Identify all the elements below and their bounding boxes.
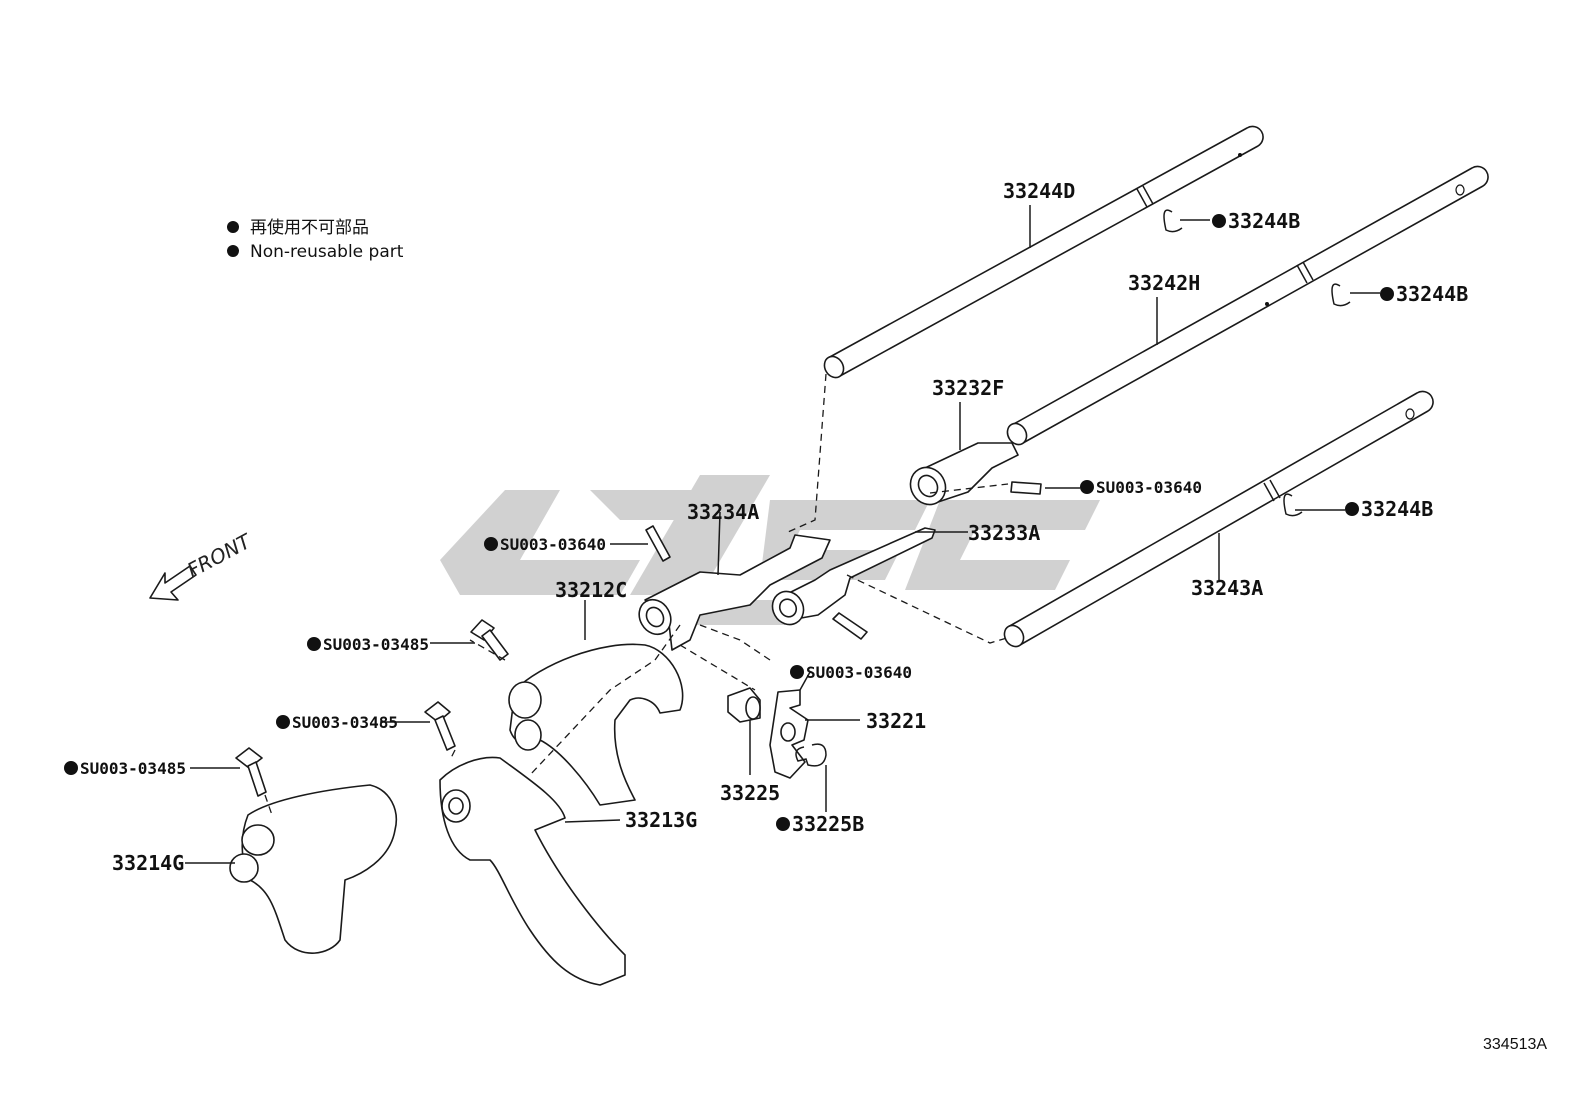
callout-33225: 33225 bbox=[720, 781, 780, 805]
callout-su003-03640-b: SU003-03640 bbox=[500, 535, 606, 554]
pin-su003-03640-a bbox=[1010, 481, 1042, 495]
pin-su003-03640-b bbox=[645, 525, 671, 562]
e-clip-33244B-3 bbox=[1283, 493, 1303, 517]
pin-su003-03640-c bbox=[832, 612, 868, 640]
shift-head-33232F bbox=[909, 442, 1019, 506]
legend-bullet-en bbox=[227, 245, 239, 257]
callout-labels: 33244D 33244B 33242H 33244B 33232F SU003… bbox=[80, 179, 1468, 875]
callout-su003-03640-c: SU003-03640 bbox=[806, 663, 912, 682]
callout-33243A: 33243A bbox=[1191, 576, 1263, 600]
callout-33232F: 33232F bbox=[932, 376, 1004, 400]
shift-fork-33212C bbox=[508, 643, 684, 806]
callout-su003-03640-a: SU003-03640 bbox=[1096, 478, 1202, 497]
bolt-su003-03485-b bbox=[424, 701, 456, 751]
callout-33212C: 33212C bbox=[555, 578, 627, 602]
callout-33213G: 33213G bbox=[625, 808, 697, 832]
callout-su003-03485-b: SU003-03485 bbox=[292, 713, 398, 732]
e-clip-33244B-2 bbox=[1331, 283, 1351, 307]
legend: 再使用不可部品 Non-reusable part bbox=[227, 217, 404, 262]
shift-rod-33242H bbox=[1006, 165, 1489, 446]
shift-lever-33234A bbox=[638, 534, 831, 651]
front-label: FRONT bbox=[183, 528, 256, 582]
callout-bullets bbox=[64, 214, 1394, 831]
shift-lever-33233A bbox=[771, 527, 936, 626]
shift-rod-33243A bbox=[1003, 390, 1434, 648]
legend-bullet-jp bbox=[227, 221, 239, 233]
legend-en-text: Non-reusable part bbox=[250, 242, 404, 262]
callout-33221: 33221 bbox=[866, 709, 926, 733]
callout-su003-03485-a: SU003-03485 bbox=[323, 635, 429, 654]
callout-su003-03485-c: SU003-03485 bbox=[80, 759, 186, 778]
assembly-dash-lines bbox=[264, 373, 1011, 816]
callout-33242H: 33242H bbox=[1128, 271, 1200, 295]
interlock-plate-33221 bbox=[769, 689, 809, 779]
front-arrow: FRONT bbox=[149, 528, 256, 601]
leader-lines bbox=[185, 205, 1380, 864]
legend-jp-text: 再使用不可部品 bbox=[250, 217, 369, 238]
interlock-pin-33225 bbox=[727, 687, 761, 723]
callout-33244B-2: 33244B bbox=[1396, 282, 1468, 306]
callout-33244D: 33244D bbox=[1003, 179, 1075, 203]
callout-33244B-3: 33244B bbox=[1361, 497, 1433, 521]
snap-ring-33225B bbox=[795, 743, 827, 767]
callout-33234A: 33234A bbox=[687, 500, 759, 524]
diagram-code: 334513A bbox=[1483, 1036, 1547, 1053]
shift-fork-33213G bbox=[439, 756, 626, 986]
shift-rod-33244D bbox=[823, 125, 1264, 379]
shift-fork-33214G bbox=[229, 784, 397, 954]
e-clip-33244B-1 bbox=[1163, 209, 1183, 233]
callout-33244B-1: 33244B bbox=[1228, 209, 1300, 233]
callout-33225B: 33225B bbox=[792, 812, 864, 836]
callout-33214G: 33214G bbox=[112, 851, 184, 875]
bolt-su003-03485-a bbox=[470, 619, 509, 661]
callout-33233A: 33233A bbox=[968, 521, 1040, 545]
bolt-su003-03485-c bbox=[235, 747, 267, 797]
